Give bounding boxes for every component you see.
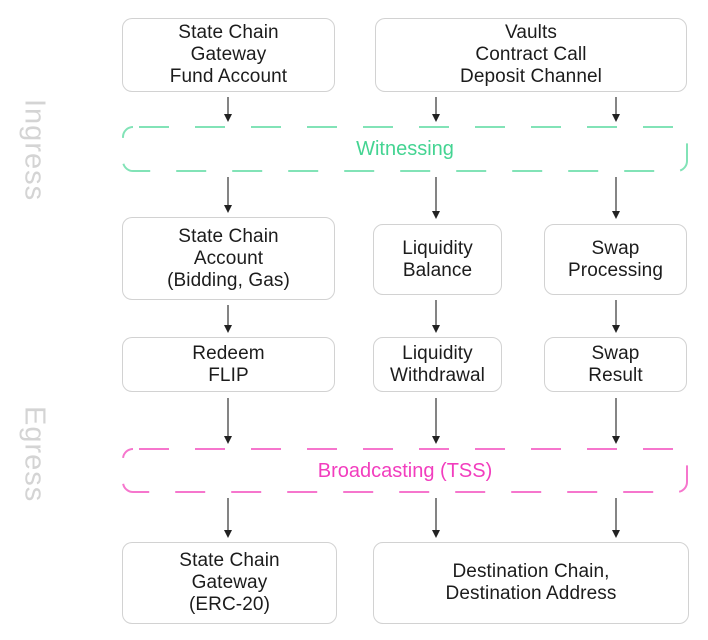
- node-swap-processing: Swap Processing: [544, 224, 687, 295]
- node-redeem-flip: Redeem FLIP: [122, 337, 335, 392]
- flow-arrow: [224, 305, 232, 333]
- flow-arrow: [224, 177, 232, 213]
- node-state-chain-gateway-fund-account: State Chain Gateway Fund Account: [122, 18, 335, 92]
- node-liquidity-balance: Liquidity Balance: [373, 224, 502, 295]
- flow-arrow: [224, 398, 232, 444]
- broadcasting-stage-outline: [122, 448, 688, 493]
- flow-arrow: [432, 97, 440, 122]
- flow-arrow: [612, 97, 620, 122]
- flow-arrow: [432, 300, 440, 333]
- flow-arrow: [432, 177, 440, 219]
- flow-arrow: [224, 97, 232, 122]
- node-vaults-contract-call-deposit-channel: Vaults Contract Call Deposit Channel: [375, 18, 687, 92]
- flow-arrow: [432, 398, 440, 444]
- flow-arrow: [432, 498, 440, 538]
- flow-arrow: [612, 177, 620, 219]
- section-label-ingress: Ingress: [18, 98, 51, 202]
- flow-arrow: [612, 300, 620, 333]
- node-swap-result: Swap Result: [544, 337, 687, 392]
- section-label-egress: Egress: [18, 405, 51, 503]
- node-state-chain-account: State Chain Account (Bidding, Gas): [122, 217, 335, 300]
- flow-arrow: [224, 498, 232, 538]
- flow-arrow: [612, 498, 620, 538]
- flow-arrow: [612, 398, 620, 444]
- node-liquidity-withdrawal: Liquidity Withdrawal: [373, 337, 502, 392]
- witnessing-stage-outline: [122, 126, 688, 172]
- node-destination-chain-address: Destination Chain, Destination Address: [373, 542, 689, 624]
- node-state-chain-gateway-erc20: State Chain Gateway (ERC-20): [122, 542, 337, 624]
